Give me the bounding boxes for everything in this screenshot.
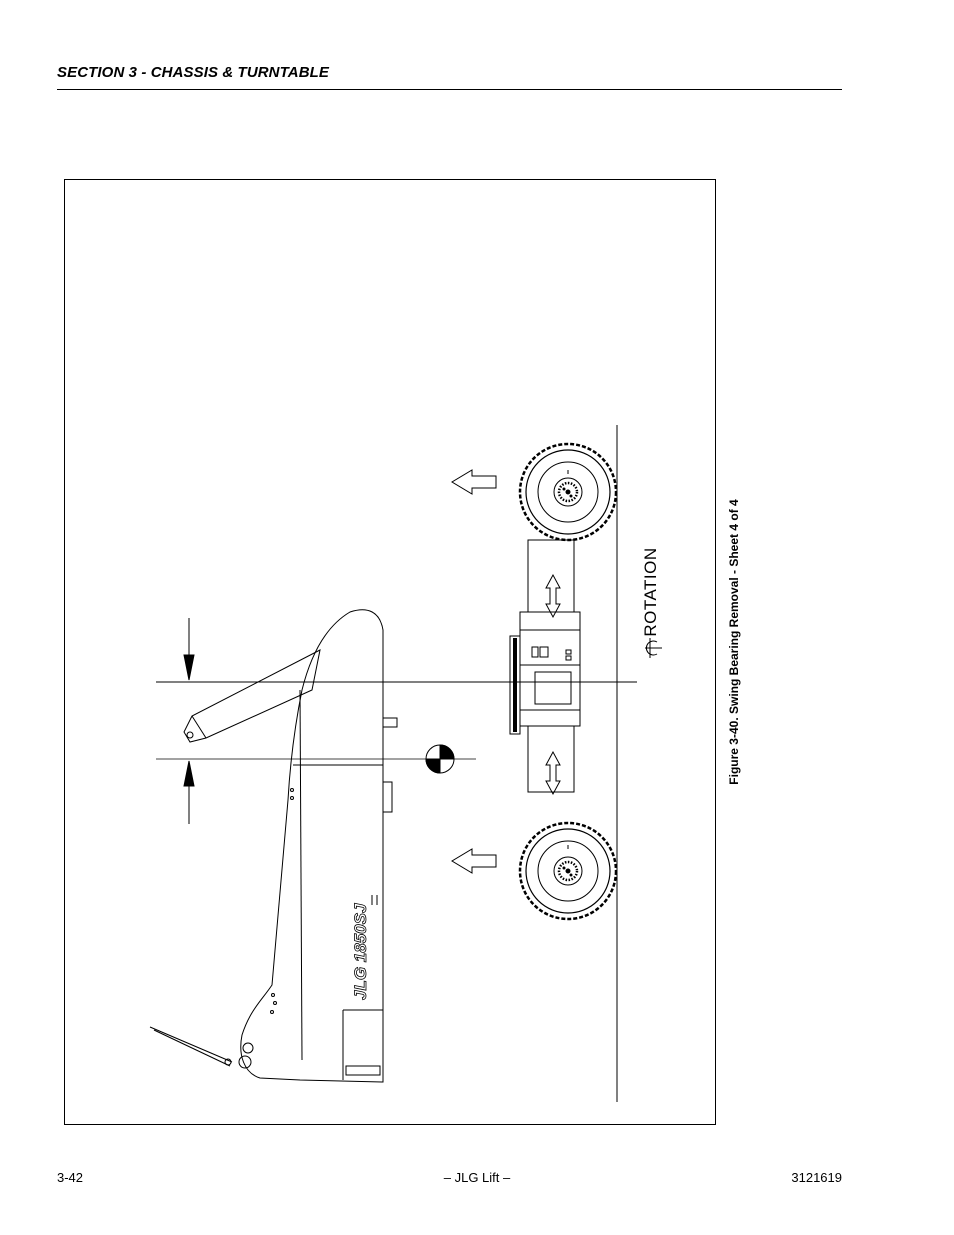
direction-arrow-bottom	[451, 848, 497, 874]
figure-caption: Figure 3-40. Swing Bearing Removal - She…	[727, 499, 741, 785]
chassis-frame	[519, 539, 581, 796]
boom-assembly	[149, 609, 398, 1083]
page-number: 3-42	[57, 1170, 84, 1185]
section-title: SECTION 3 - CHASSIS & TURNTABLE	[57, 64, 330, 81]
centerline-symbol	[645, 638, 662, 658]
center-of-gravity-symbol	[425, 744, 455, 774]
figure-frame	[64, 179, 716, 1125]
footer-brand: – JLG Lift –	[443, 1170, 511, 1185]
swing-bearing-gear	[509, 635, 521, 735]
document-number: 3121619	[791, 1170, 842, 1185]
direction-arrow-top	[451, 469, 497, 495]
rotation-label: ROTATION	[641, 547, 660, 637]
wheel-bottom	[518, 821, 618, 921]
boom-logo: JLG 1850SJ	[351, 903, 370, 1000]
wheel-top	[518, 442, 618, 542]
header-divider	[57, 89, 842, 90]
